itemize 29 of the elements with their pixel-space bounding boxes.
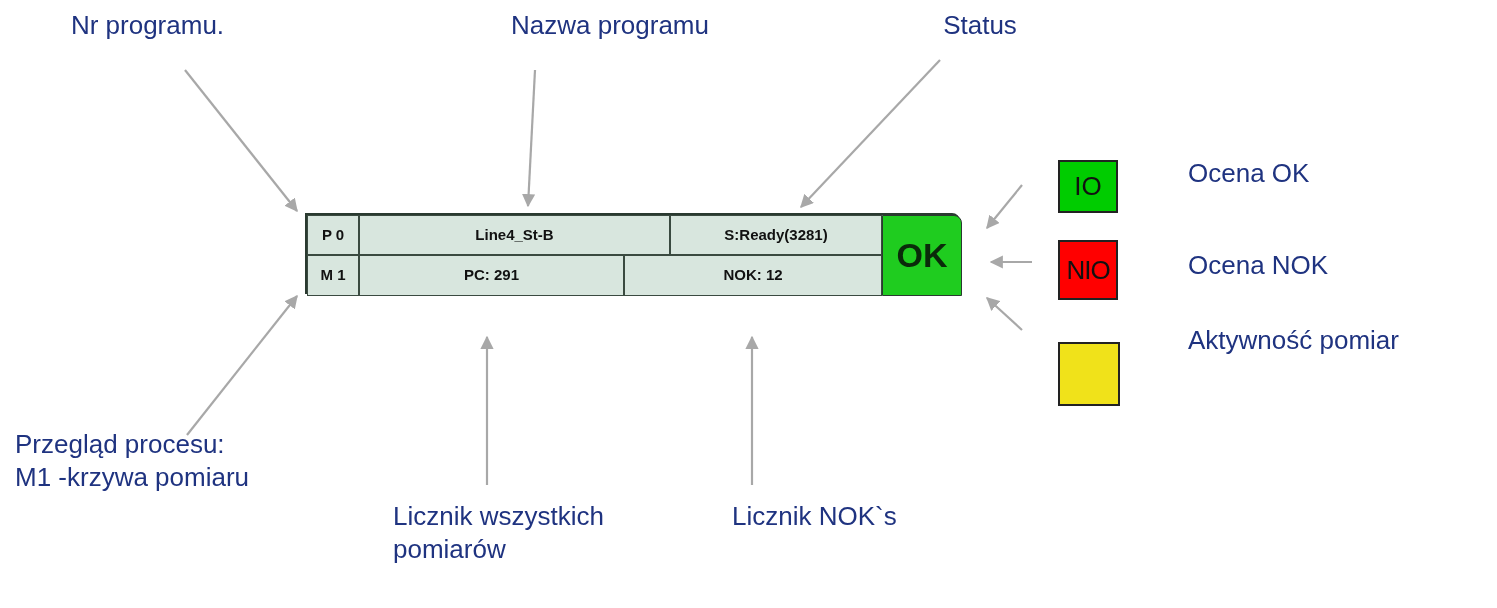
callout-label: Licznik wszystkich pomiarów (393, 500, 713, 590)
arrow (745, 335, 759, 485)
program-number-field: P 0 (307, 215, 359, 255)
callout-label: Status (915, 10, 1045, 50)
result-indicator: OK (882, 215, 962, 296)
nok-counter-field: NOK: 12 (624, 255, 882, 296)
callout-label: Licznik NOK`s (732, 500, 992, 540)
callout-label: Przegląd procesu: M1 -krzywa pomiaru (15, 428, 250, 608)
arrow (480, 335, 494, 485)
arrow (986, 297, 1023, 331)
callout-label: Nr programu. (15, 10, 280, 50)
node-caption: Ocena NOK (1188, 250, 1330, 282)
arrow (184, 69, 298, 213)
arrow (989, 255, 1032, 269)
arrow (186, 294, 298, 436)
program-name-field: Line4_St-B (359, 215, 670, 255)
arrow (522, 69, 537, 208)
node-caption: Ocena OK (1188, 158, 1311, 190)
process-view-field: M 1 (307, 255, 359, 296)
arrow (800, 59, 941, 208)
status-panel (305, 213, 960, 294)
arrow (986, 184, 1023, 229)
counter-field: PC: 291 (359, 255, 624, 296)
node-caption: Aktywność pomiar (1188, 325, 1400, 357)
callout-label: Nazwa programu (460, 10, 760, 50)
status-field: S:Ready(3281) (670, 215, 882, 255)
nok-swatch: NIO (1058, 240, 1118, 300)
activity-swatch (1058, 342, 1120, 406)
ok-swatch: IO (1058, 160, 1118, 213)
